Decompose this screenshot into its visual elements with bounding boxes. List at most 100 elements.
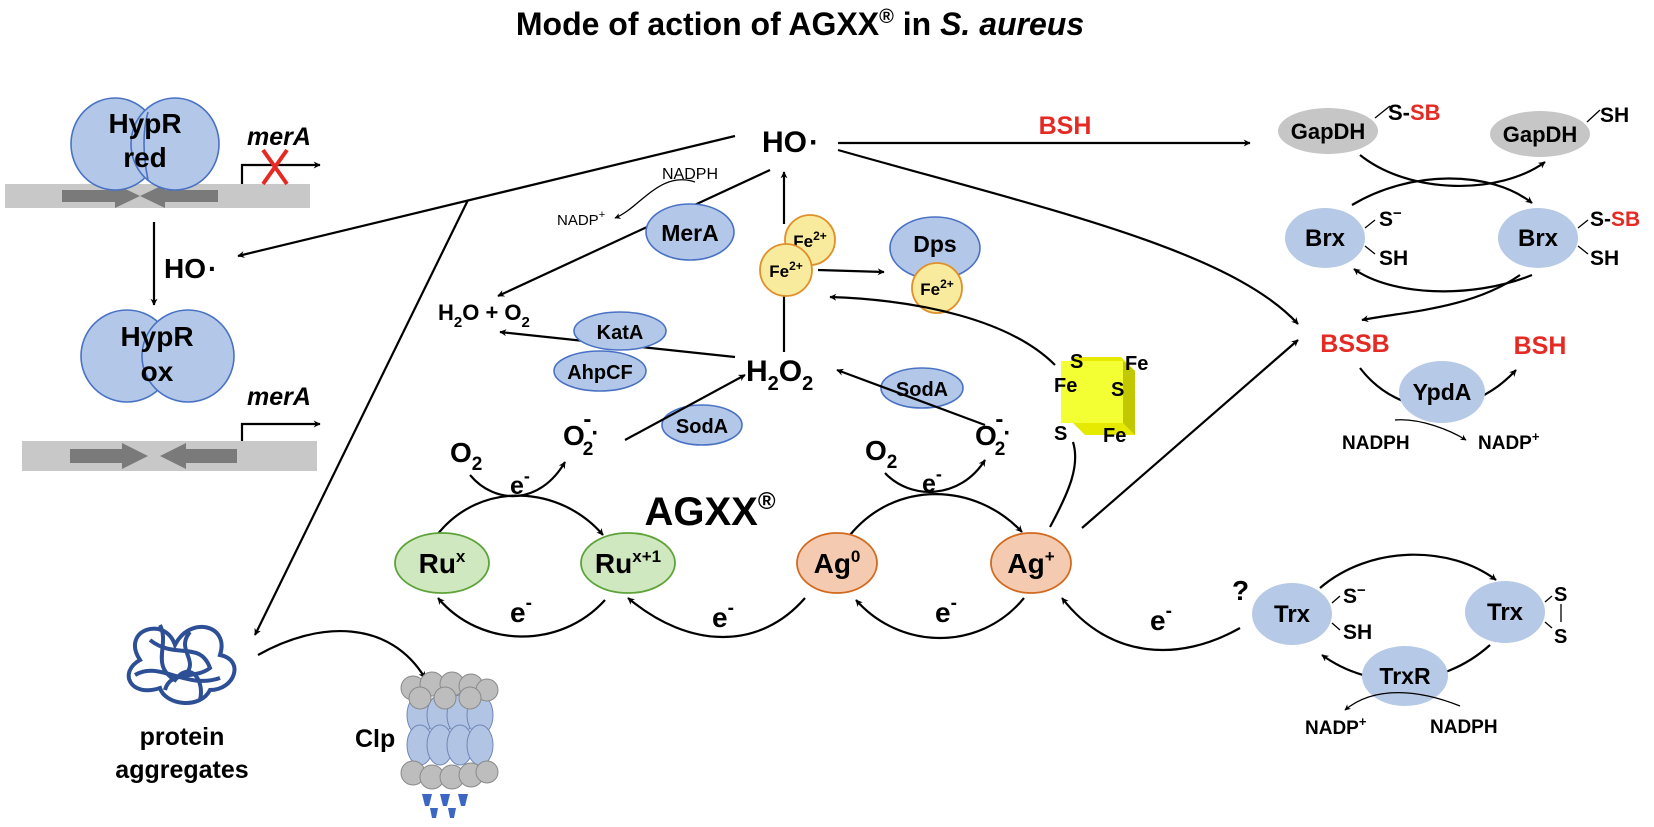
agp-to-cluster-arrow: [1049, 441, 1077, 528]
trx-2-label: Trx: [1487, 599, 1524, 626]
soda-right-label: SodA: [896, 379, 948, 401]
ho-to-bssb-arrow: [837, 148, 1299, 325]
trx-oxidized: [1465, 581, 1545, 643]
trx-to-trx-arrow: [1319, 553, 1497, 589]
fe-to-dps-arrow: [817, 268, 885, 276]
bsh-label-top: BSH: [1039, 112, 1092, 140]
trx-reduced: [1252, 583, 1332, 645]
ferrous-iron-bottom-label: Fe2+: [769, 259, 803, 281]
diagram-title: Mode of action of AGXX® in S. aureus: [516, 6, 1084, 42]
iron-sulfur-cluster-icon: S Fe Fe S S Fe: [1054, 351, 1148, 447]
electron-1: e-: [510, 593, 532, 628]
oxygen-right: O2: [865, 435, 897, 473]
ho-to-water-arrow: [497, 169, 771, 297]
ruthenium-x-node: [394, 532, 490, 594]
ypda-nadph-arrow: [1394, 419, 1467, 441]
brx-to-brx-arrow: [1351, 177, 1533, 206]
cluster-fe1: Fe: [1125, 353, 1148, 375]
trxr-enzyme: [1362, 646, 1448, 706]
mera-promoter-arrow-top: [240, 161, 321, 184]
electron-flow-trx-to-agp: [1061, 597, 1241, 652]
rux1-label: Rux+1: [595, 547, 661, 579]
clp-protease-icon: [400, 671, 499, 818]
gapdh-s-sb: S-SB: [1388, 100, 1441, 125]
ho-to-aggregates-line: [254, 199, 469, 636]
soda-enzyme-left: [661, 404, 743, 446]
bssb-label: BSSB: [1320, 330, 1389, 358]
trx-2-sulfur-top: S: [1554, 584, 1567, 606]
brx-2-label: Brx: [1518, 225, 1559, 252]
electron-3: e-: [935, 593, 957, 628]
soda-enzyme-right: [880, 367, 964, 409]
superoxide-right: O2-·: [975, 406, 1011, 460]
superoxide-right-to-h2o2-arrow: [836, 368, 986, 427]
electron-top-left: e-: [510, 466, 530, 500]
dps-label: Dps: [913, 231, 956, 257]
cluster-fe3: Fe: [1103, 425, 1126, 447]
nadp-trxr: NADP+: [1305, 714, 1367, 739]
water-oxygen-product: H2O + O2: [438, 300, 530, 331]
mera-enzyme: [645, 203, 735, 261]
superoxide-left-to-h2o2-arrow: [624, 374, 746, 441]
ferrous-iron-dps-label: Fe2+: [920, 277, 954, 299]
electron-4: e-: [1150, 601, 1172, 636]
hypr-ox-state-label: ox: [141, 356, 174, 387]
ho-to-hypr-line: [237, 134, 736, 258]
cluster-to-fe-arrow: [829, 293, 1056, 366]
brx2-to-brx1-arrow: [1353, 268, 1533, 293]
kata-enzyme: [573, 311, 667, 351]
brx-1-thiol: SH: [1379, 247, 1408, 270]
gapdh-bacillithiolated: [1278, 108, 1378, 154]
dna-motif-arrow-right-b: [70, 443, 148, 469]
dna-motif-arrow-left-b: [160, 443, 237, 469]
gapdh-reduced: [1490, 111, 1590, 157]
mera-nadph-arrow: [614, 179, 696, 219]
brx-reduced: [1285, 208, 1365, 268]
aggregates-to-clp-arrow: [257, 630, 426, 679]
hypr-ox-panel: HypR ox merA: [22, 309, 321, 471]
bsh-label-right: BSH: [1514, 332, 1567, 360]
nadp-mera: NADP+: [557, 209, 605, 229]
brx-1-label: Brx: [1305, 225, 1346, 252]
trx-1-thiolate: S−: [1343, 582, 1366, 608]
ag0-to-agp-arrow: [849, 493, 1023, 536]
agp-label: Ag+: [1007, 547, 1054, 579]
dna-motif-arrow-left: [140, 184, 218, 208]
gapdh-sh: SH: [1600, 104, 1629, 127]
hydroxyl-radical-hub: HO·: [762, 126, 819, 159]
unknown-question-mark: ?: [1232, 575, 1249, 606]
hypr-ox-subunit-right: [141, 309, 235, 403]
cluster-fe2: Fe: [1054, 375, 1077, 397]
brx-1-thiolate: S−: [1379, 205, 1402, 231]
nadph-mera: NADPH: [662, 166, 718, 183]
trx-1-label: Trx: [1274, 601, 1311, 628]
hypr-red-state-label: red: [123, 142, 167, 173]
hypr-ox-label: HypR: [120, 321, 193, 352]
ahpcf-label: AhpCF: [567, 362, 633, 384]
brx-2-s-sb: S-SB: [1590, 208, 1640, 231]
mera-gene-label-top: merA: [247, 123, 311, 151]
hypr-red-panel: HypR red merA: [5, 97, 321, 208]
gapdh-2-label: GapDH: [1503, 122, 1578, 147]
mera-label: MerA: [661, 220, 719, 246]
trx-1-thiol: SH: [1343, 621, 1372, 644]
ferrous-iron-dps: [911, 262, 963, 314]
cluster-s2: S: [1111, 379, 1124, 401]
gapdh-to-gapdh-arrow: [1359, 154, 1546, 188]
brx-bacillithiolated: [1498, 208, 1578, 268]
cluster-s1: S: [1070, 351, 1083, 373]
agxx-label: AGXX®: [644, 488, 775, 534]
trx-2-sulfur-bottom: S: [1554, 626, 1567, 648]
ahpcf-enzyme: [553, 350, 647, 392]
nadph-trxr: NADPH: [1430, 717, 1498, 738]
ferrous-iron-bottom: [759, 243, 813, 297]
mera-promoter-arrow-bottom: [240, 420, 321, 441]
cluster-s3: S: [1054, 423, 1067, 445]
brx-2-thiol: SH: [1590, 247, 1619, 270]
nadph-ypda: NADPH: [1342, 433, 1410, 454]
mera-gene-label-bottom: merA: [247, 383, 311, 411]
oxygen-to-superoxide-right-arrow: [884, 459, 986, 493]
rux-to-rux1-arrow: [436, 494, 604, 536]
gapdh-1-label: GapDH: [1291, 119, 1366, 144]
soda-left-label: SodA: [676, 416, 728, 438]
